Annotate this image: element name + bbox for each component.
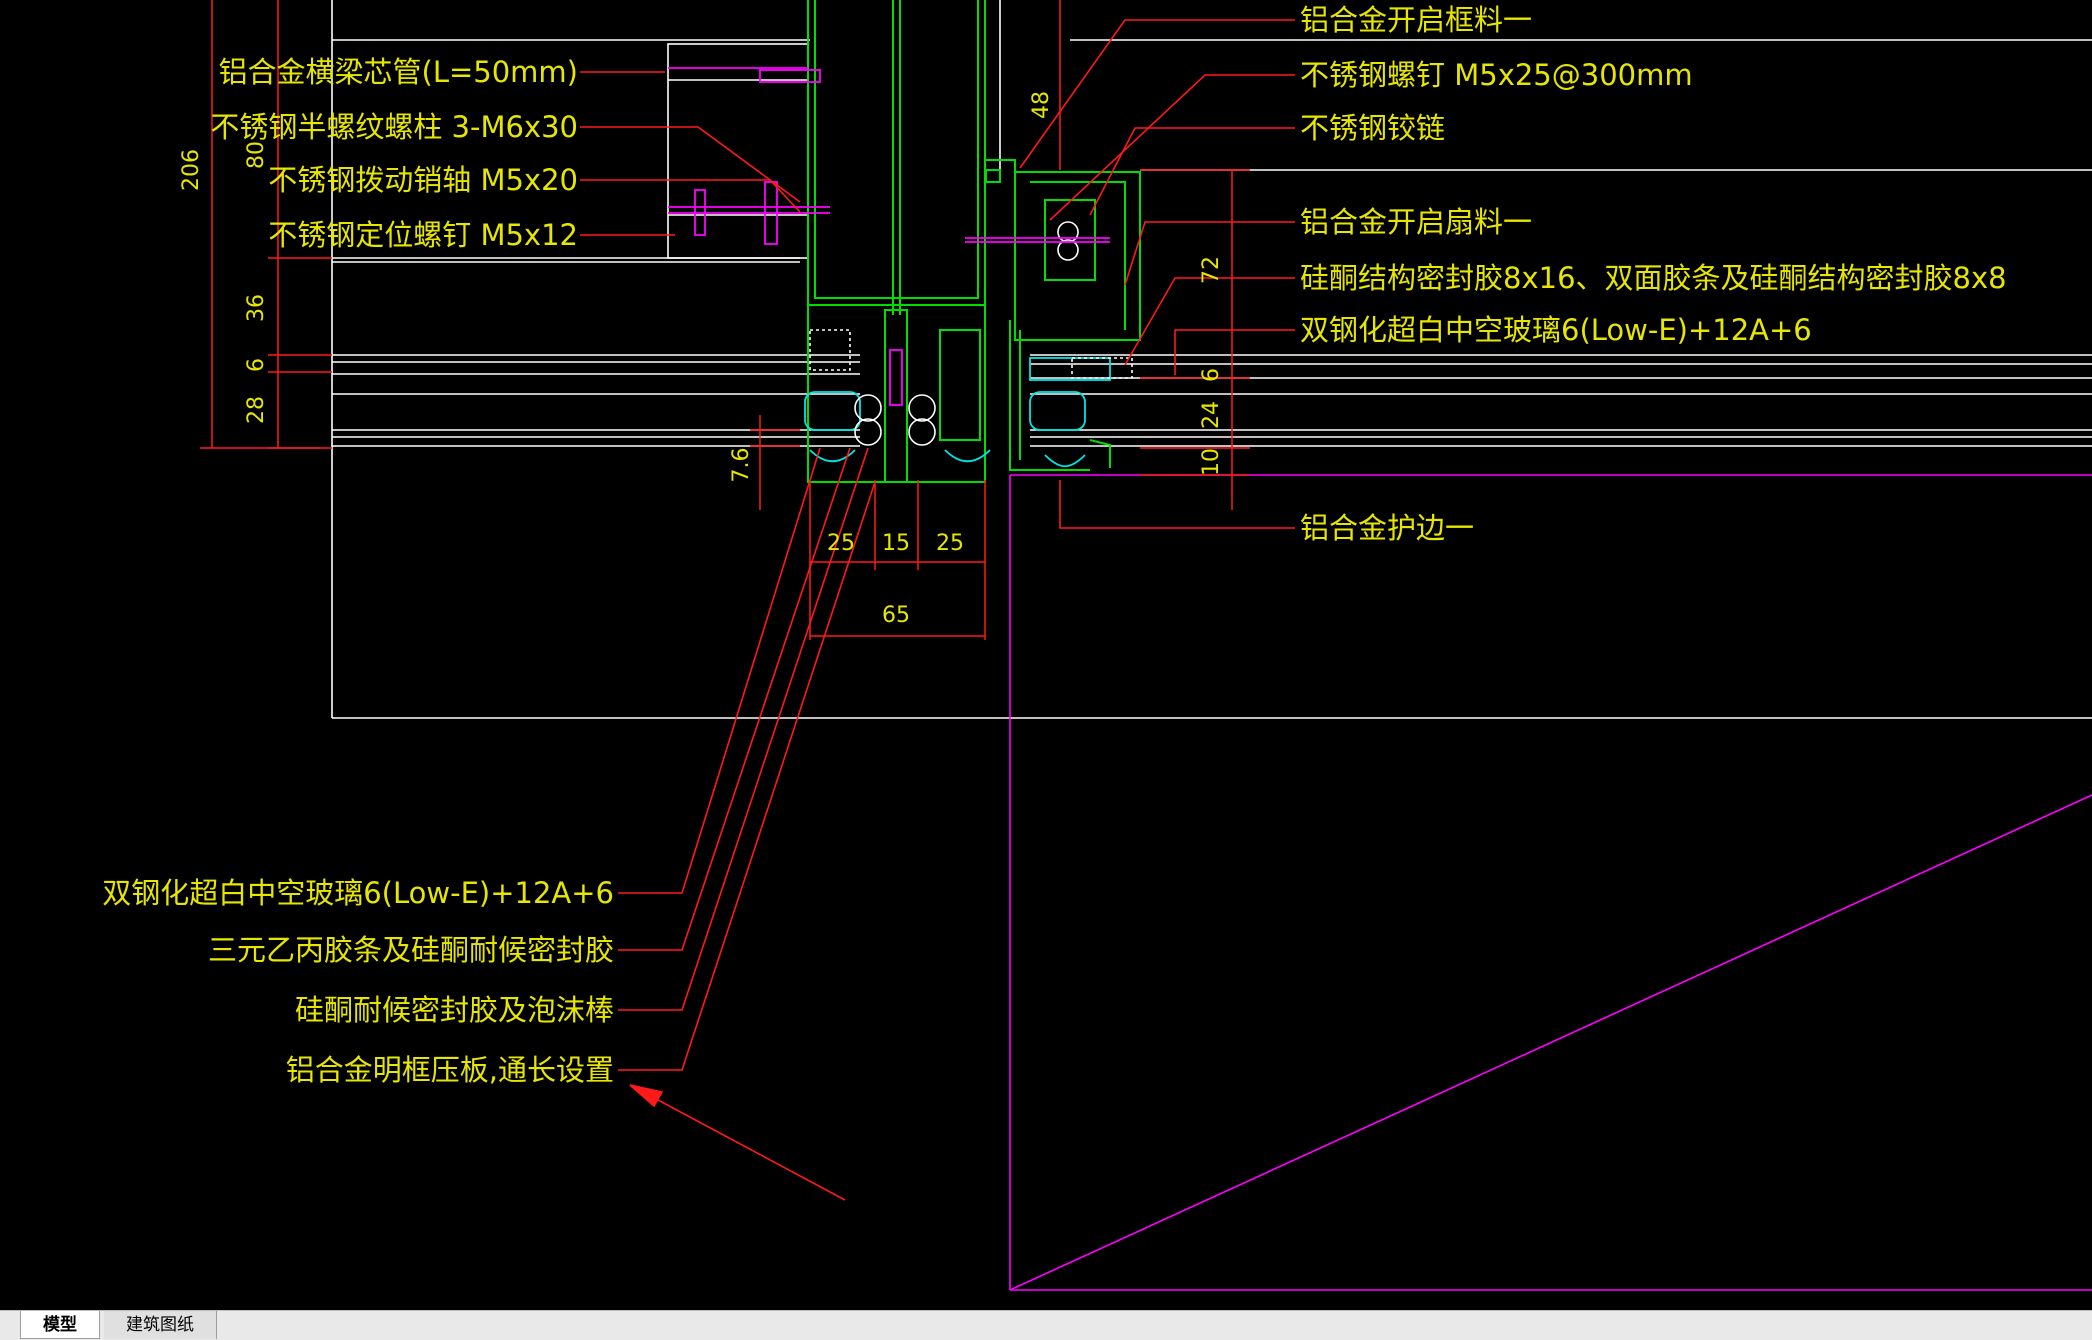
- label-right-4: 铝合金开启扇料一: [1300, 205, 1532, 239]
- label-right-1: 铝合金开启框料一: [1300, 3, 1532, 37]
- label-right-5: 硅酮结构密封胶8x16、双面胶条及硅酮结构密封胶8x8: [1300, 261, 2007, 295]
- outline-lines: [331, 0, 2092, 719]
- dim-24: 24: [1199, 401, 1224, 429]
- left-callouts: 铝合金横梁芯管(L=50mm) 不锈钢半螺纹螺柱 3-M6x30 不锈钢拨动销轴…: [210, 55, 578, 252]
- dim-6-right: 6: [1199, 368, 1224, 382]
- label-bottom-1: 双钢化超白中空玻璃6(Low-E)+12A+6: [102, 876, 614, 910]
- label-right-6: 双钢化超白中空玻璃6(Low-E)+12A+6: [1300, 313, 1812, 347]
- tab-model[interactable]: 模型: [20, 1311, 100, 1339]
- magenta-frame: [1009, 474, 2092, 1291]
- right-callouts: 铝合金开启框料一 不锈钢螺钉 M5x25@300mm 不锈钢铰链 铝合金开启扇料…: [1300, 3, 2007, 545]
- drawing-canvas[interactable]: 铝合金开启框料一 不锈钢螺钉 M5x25@300mm 不锈钢铰链 铝合金开启扇料…: [0, 0, 2092, 1310]
- label-right-3: 不锈钢铰链: [1300, 111, 1445, 145]
- dim-72: 72: [1199, 256, 1224, 284]
- dim-36: 36: [244, 294, 269, 322]
- label-right-7: 铝合金护边一: [1300, 511, 1474, 545]
- dim-48: 48: [1029, 91, 1054, 119]
- dim-206: 206: [179, 149, 204, 191]
- leader-lines: [580, 19, 1295, 1201]
- bottom-callouts: 双钢化超白中空玻璃6(Low-E)+12A+6 三元乙丙胶条及硅酮耐候密封胶 硅…: [102, 876, 614, 1087]
- dimension-texts: 206 80 36 6 28 7.6 48 72 6 24 10 25 15 2…: [179, 91, 1224, 628]
- dim-10: 10: [1199, 448, 1224, 476]
- dim-6-left: 6: [244, 358, 269, 372]
- dimension-lines: [200, 0, 1250, 640]
- dim-25-b: 25: [936, 531, 964, 556]
- label-bottom-3: 硅酮耐候密封胶及泡沫棒: [295, 993, 614, 1027]
- dim-25-a: 25: [827, 531, 855, 556]
- label-left-1: 铝合金横梁芯管(L=50mm): [219, 55, 578, 89]
- gasket-seals: [804, 357, 1111, 468]
- dim-7-6: 7.6: [729, 448, 754, 483]
- dim-15: 15: [882, 531, 910, 556]
- label-left-3: 不锈钢拨动销轴 M5x20: [268, 163, 578, 197]
- label-left-4: 不锈钢定位螺钉 M5x12: [268, 218, 578, 252]
- label-bottom-4: 铝合金明框压板,通长设置: [286, 1053, 614, 1087]
- dim-28: 28: [244, 396, 269, 424]
- fastener-details: [668, 67, 1110, 406]
- tab-architectural-drawing[interactable]: 建筑图纸: [104, 1311, 217, 1339]
- dim-65: 65: [882, 603, 910, 628]
- label-bottom-2: 三元乙丙胶条及硅酮耐候密封胶: [208, 933, 614, 967]
- aluminum-profiles: [807, 0, 1141, 483]
- dim-80: 80: [244, 141, 269, 169]
- label-left-2: 不锈钢半螺纹螺柱 3-M6x30: [210, 110, 578, 144]
- foam-rods: [809, 221, 1133, 446]
- label-right-2: 不锈钢螺钉 M5x25@300mm: [1300, 58, 1693, 92]
- layout-tab-bar: 模型 建筑图纸: [0, 1310, 2092, 1340]
